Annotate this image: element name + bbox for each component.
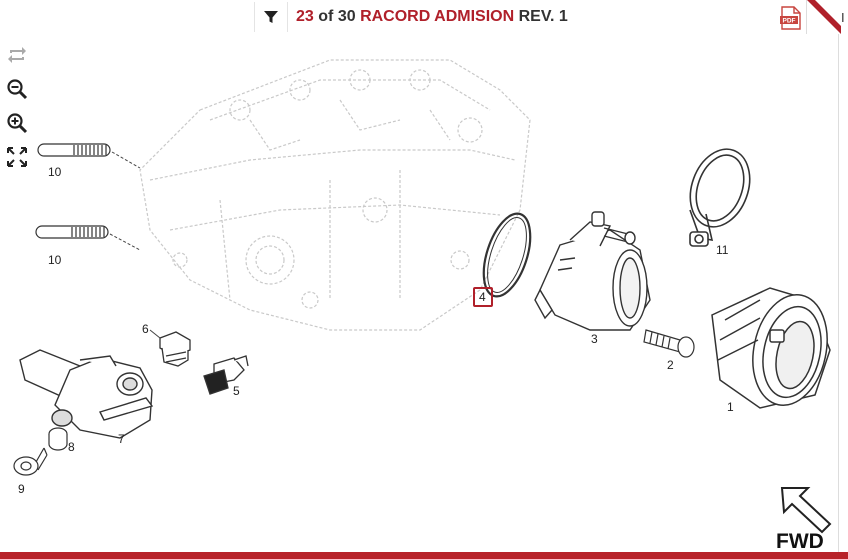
document-title: RACORD ADMISION — [360, 8, 515, 25]
callout-4-highlight[interactable] — [473, 287, 493, 307]
o-ring — [482, 212, 532, 298]
callout-10-lower[interactable]: 10 — [48, 253, 62, 267]
bolt — [13, 447, 48, 476]
pdf-icon-text: PDF — [783, 18, 796, 25]
hose-clamp — [689, 148, 751, 247]
forward-arrow-icon — [780, 487, 832, 534]
fit-screen-button[interactable] — [0, 140, 34, 174]
zoom-in-icon — [7, 113, 28, 134]
rotate-icon — [8, 47, 26, 63]
viewer-toolbar — [0, 38, 36, 174]
header-bar: 23 of 30 RACORD ADMISION REV. 1 PDF I — [0, 0, 848, 34]
side-panel-toggle[interactable]: I — [806, 0, 848, 34]
filter-button[interactable] — [254, 2, 288, 32]
revision-label: REV. 1 — [518, 8, 568, 25]
callout-4[interactable]: 4 — [479, 290, 486, 304]
callout-6[interactable]: 6 — [142, 322, 149, 336]
callout-1[interactable]: 1 — [727, 400, 734, 414]
callout-9[interactable]: 9 — [18, 482, 25, 496]
stud-lower — [35, 225, 109, 239]
panel-corner-icon — [807, 0, 841, 34]
callout-7[interactable]: 7 — [118, 432, 125, 446]
panel-tab-label: I — [841, 10, 845, 25]
thermostat-housing — [19, 349, 154, 439]
pdf-icon: PDF — [780, 6, 801, 30]
zoom-out-icon — [7, 79, 28, 100]
of-word: of — [318, 8, 334, 25]
callout-5[interactable]: 5 — [233, 384, 240, 398]
intake-manifold — [534, 211, 651, 331]
spacer-bushing — [48, 427, 68, 451]
zoom-out-button[interactable] — [0, 72, 34, 106]
temperature-sensor — [203, 355, 249, 395]
current-page: 23 — [296, 8, 314, 25]
callout-11[interactable]: 11 — [716, 243, 729, 257]
callout-8[interactable]: 8 — [68, 440, 75, 454]
callout-3[interactable]: 3 — [591, 332, 598, 346]
pdf-button[interactable]: PDF — [780, 6, 802, 30]
page-title: 23 of 30 RACORD ADMISION REV. 1 — [296, 8, 568, 26]
panel-divider — [838, 34, 839, 552]
rotate-button[interactable] — [0, 38, 34, 72]
bottom-accent-bar — [0, 552, 848, 559]
screw — [643, 329, 695, 358]
total-pages: 30 — [337, 8, 356, 25]
stud-upper — [37, 143, 111, 157]
engine-block-outline — [139, 59, 531, 331]
drain-plug — [159, 331, 191, 367]
callout-10-upper[interactable]: 10 — [48, 165, 62, 179]
parts-diagram[interactable] — [0, 34, 838, 552]
filter-icon — [264, 11, 278, 23]
forward-label: FWD — [776, 530, 824, 553]
callout-2[interactable]: 2 — [667, 358, 674, 372]
intake-boot — [711, 287, 831, 409]
fit-screen-icon — [7, 147, 27, 167]
zoom-in-button[interactable] — [0, 106, 34, 140]
